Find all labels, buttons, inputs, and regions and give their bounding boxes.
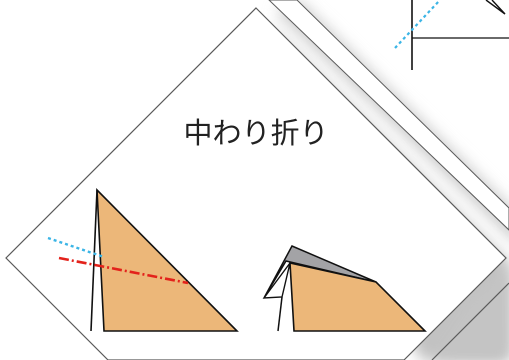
next-step-card-edge: [431, 282, 509, 360]
right-paper-edge: [277, 296, 283, 332]
left-paper-edge: [90, 189, 98, 332]
main-step-card: [5, 7, 507, 360]
previous-card-body: [268, 0, 509, 231]
lower-card-shadow: [430, 262, 509, 360]
before-fold-figure: [47, 187, 239, 332]
left-valley-fold-line: [47, 236, 105, 259]
right-paper-front: [289, 261, 427, 332]
right-paper-left-flap: [262, 262, 291, 299]
previous-step-card: [268, 0, 509, 238]
after-fold-figure: [262, 245, 427, 332]
page-title: 中わり折り: [183, 116, 328, 150]
previous-card-triangle: [485, 0, 506, 15]
previous-card-valley-line: [394, 0, 441, 49]
left-paper-front: [96, 187, 239, 332]
left-mountain-fold-line: [58, 256, 189, 285]
